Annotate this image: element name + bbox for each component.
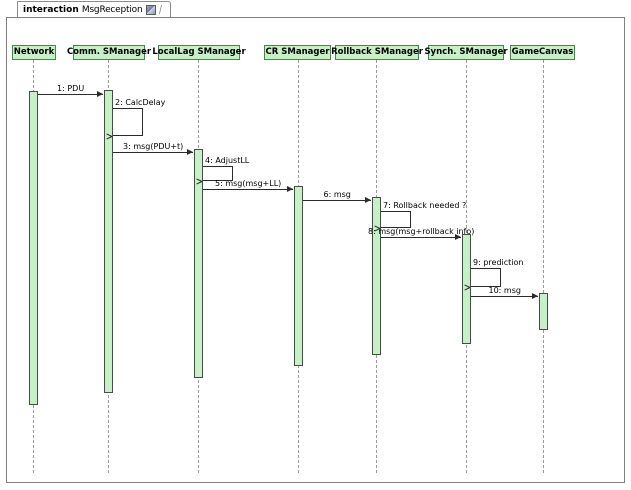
self-message-2[interactable] [113, 108, 143, 136]
message-label-6: 6: msg [323, 190, 351, 199]
lifeline-head-rollback[interactable]: Rollback SManager [331, 45, 423, 60]
message-label-10: 10: msg [488, 286, 521, 295]
lifeline-head-locallag[interactable]: LocalLag SManager [152, 45, 246, 60]
lifeline-head-cr[interactable]: CR SManager [264, 45, 331, 60]
message-label-3: 3: msg(PDU+t) [123, 142, 184, 151]
message-line-1[interactable] [38, 94, 103, 95]
activation-bar-gamecanvas[interactable] [539, 293, 548, 330]
message-line-6[interactable] [303, 200, 371, 201]
tab-caret-icon [159, 5, 166, 14]
message-label-1: 1: PDU [57, 84, 85, 93]
activation-bar-rollback[interactable] [372, 197, 381, 355]
tab-label: interaction MsgReception [23, 4, 143, 15]
message-label-2: 2: CalcDelay [115, 98, 166, 107]
tab-name: MsgReception [81, 4, 143, 15]
tab-msg-reception[interactable]: interaction MsgReception [17, 1, 172, 17]
message-label-8: 8: msg(msg+rollback info) [368, 227, 475, 236]
message-line-3[interactable] [113, 152, 193, 153]
message-arrowhead-6 [365, 197, 371, 203]
tab-keyword: interaction [23, 4, 79, 15]
lifeline-label-comm: Comm. SManager [66, 47, 152, 57]
message-arrowhead-4 [202, 178, 208, 184]
message-label-5: 5: msg(msg+LL) [215, 179, 282, 188]
message-line-8[interactable] [381, 237, 461, 238]
message-arrowhead-8 [455, 234, 461, 240]
message-arrowhead-9 [470, 284, 476, 290]
lifeline-label-network: Network [13, 47, 55, 57]
lifeline-head-gamecanvas[interactable]: GameCanvas [510, 45, 575, 60]
message-label-9: 9: prediction [473, 258, 524, 267]
lifeline-head-synch[interactable]: Synch. SManager [424, 45, 508, 60]
activation-bar-network[interactable] [29, 91, 38, 405]
interaction-diagram-icon [146, 4, 157, 15]
message-line-10[interactable] [471, 296, 538, 297]
message-arrowhead-1 [97, 91, 103, 97]
message-label-4: 4: AdjustLL [205, 156, 250, 165]
lifeline-label-gamecanvas: GameCanvas [511, 47, 574, 57]
editor-tab-strip: interaction MsgReception [0, 0, 631, 19]
message-arrowhead-10 [532, 293, 538, 299]
activation-bar-comm[interactable] [104, 90, 113, 393]
message-line-5[interactable] [203, 189, 293, 190]
lifeline-label-rollback: Rollback SManager [331, 47, 423, 57]
activation-bar-locallag[interactable] [194, 149, 203, 378]
self-message-9[interactable] [471, 268, 501, 287]
lifeline-head-comm[interactable]: Comm. SManager [67, 45, 151, 60]
activation-bar-cr[interactable] [294, 186, 303, 366]
lifeline-label-synch: Synch. SManager [424, 47, 508, 57]
lifeline-label-cr: CR SManager [265, 47, 330, 57]
self-message-7[interactable] [381, 211, 411, 228]
message-arrowhead-5 [287, 186, 293, 192]
self-message-4[interactable] [203, 166, 233, 181]
lifeline-label-locallag: LocalLag SManager [152, 47, 246, 57]
message-arrowhead-3 [187, 149, 193, 155]
message-label-7: 7: Rollback needed ? [383, 201, 467, 210]
lifeline-head-network[interactable]: Network [12, 45, 56, 60]
message-arrowhead-2 [112, 133, 118, 139]
lifeline-stem-gamecanvas [543, 60, 544, 473]
